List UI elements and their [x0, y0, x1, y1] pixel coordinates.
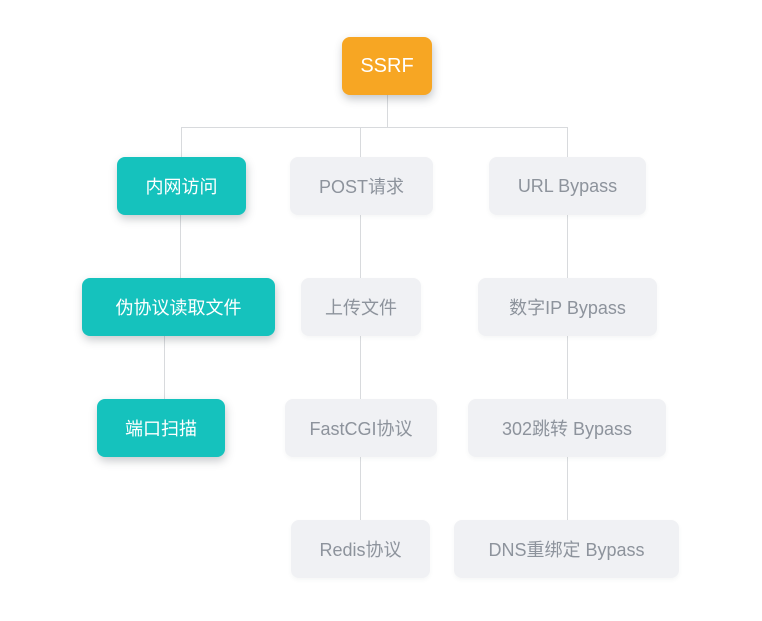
connector-rail [181, 127, 568, 128]
node-redis-protocol[interactable]: Redis协议 [291, 520, 430, 578]
connector-branch2-seg3 [360, 457, 361, 520]
node-numeric-ip-bypass[interactable]: 数字IP Bypass [478, 278, 657, 336]
connector-branch2-seg1 [360, 215, 361, 278]
connector-branch3-seg2 [567, 336, 568, 399]
node-url-bypass[interactable]: URL Bypass [489, 157, 646, 215]
connector-branch3-seg1 [567, 215, 568, 278]
node-intranet-access[interactable]: 内网访问 [117, 157, 246, 215]
connector-drop-branch1 [181, 127, 182, 157]
connector-drop-branch3 [567, 127, 568, 157]
connector-root-drop [387, 95, 388, 127]
connector-drop-branch2 [360, 127, 361, 157]
node-port-scan[interactable]: 端口扫描 [97, 399, 225, 457]
node-302-redirect-bypass[interactable]: 302跳转 Bypass [468, 399, 666, 457]
node-ssrf[interactable]: SSRF [342, 37, 432, 95]
node-post-request[interactable]: POST请求 [290, 157, 433, 215]
node-dns-rebinding-bypass[interactable]: DNS重绑定 Bypass [454, 520, 679, 578]
node-upload-file[interactable]: 上传文件 [301, 278, 421, 336]
connector-branch1-seg1 [180, 215, 181, 278]
connector-branch3-seg3 [567, 457, 568, 520]
connector-branch2-seg2 [360, 336, 361, 399]
node-pseudo-protocol-read-file[interactable]: 伪协议读取文件 [82, 278, 275, 336]
connector-branch1-seg2 [164, 336, 165, 399]
node-fastcgi-protocol[interactable]: FastCGI协议 [285, 399, 437, 457]
